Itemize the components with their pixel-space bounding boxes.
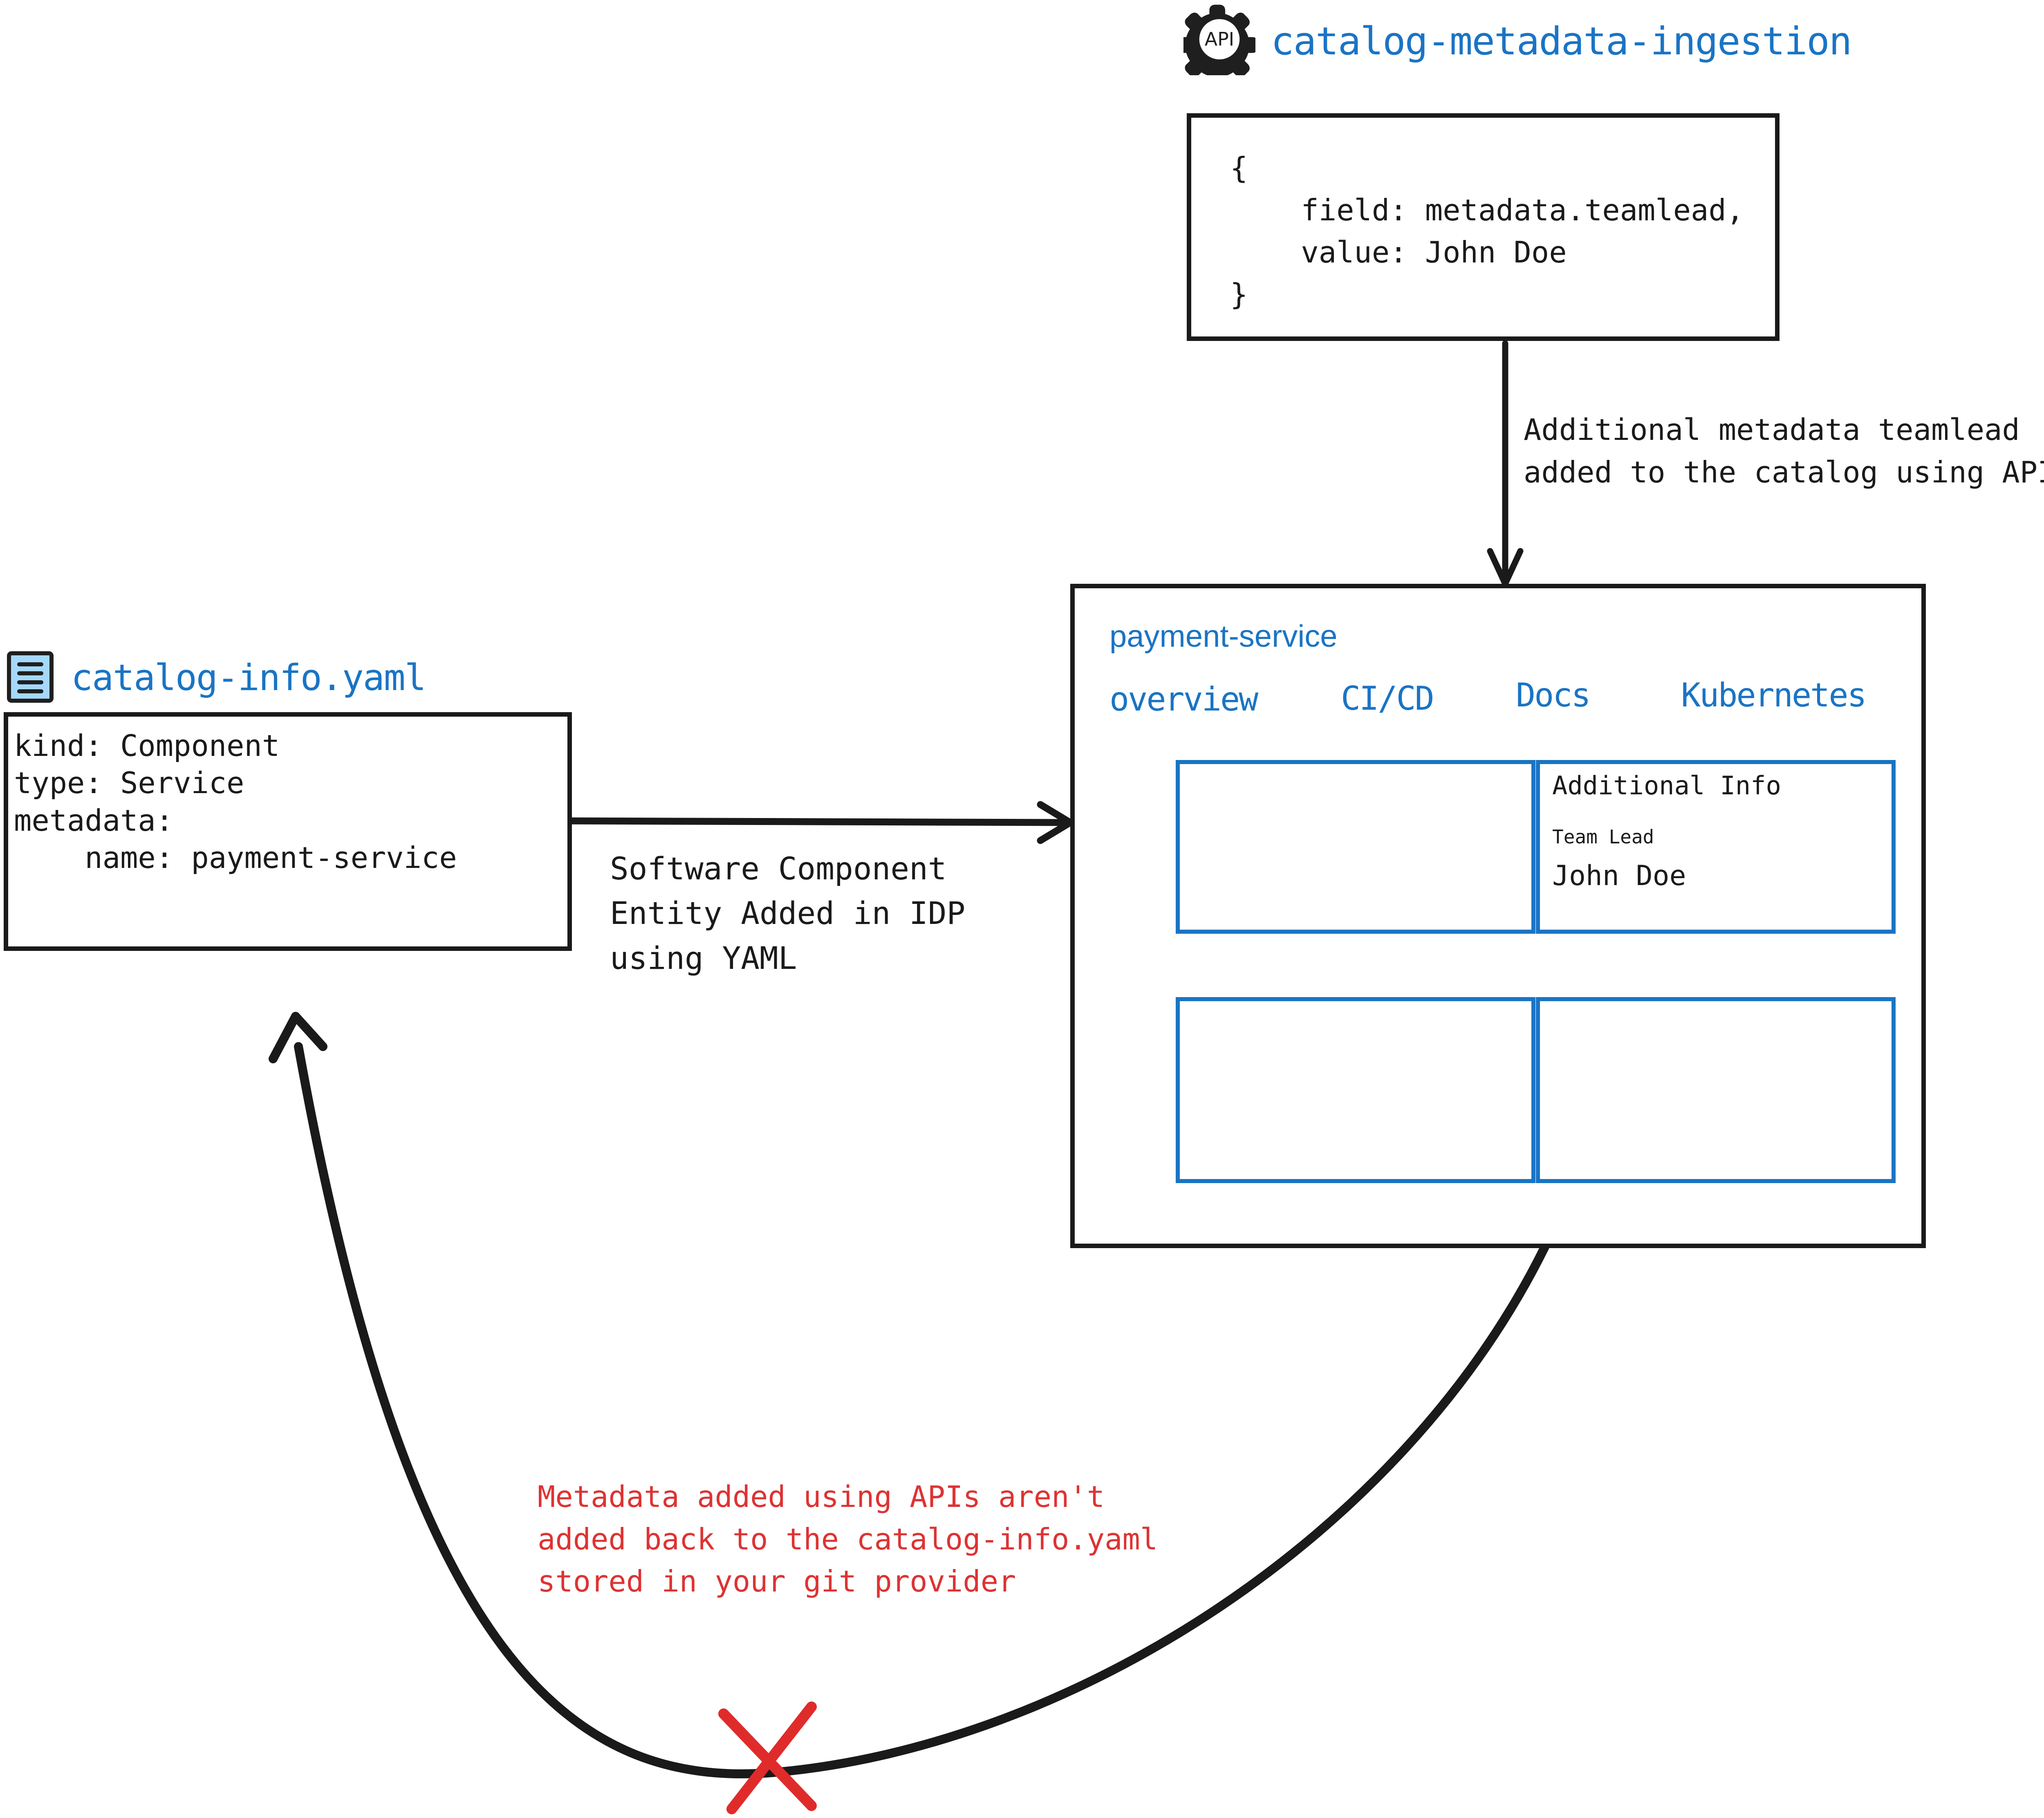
team-lead-label: Team Lead (1552, 826, 1654, 848)
blocked-sync-warning-note: Metadata added using APIs aren't added b… (538, 1480, 1158, 1599)
api-code-text: { field: metadata.teamlead, value: John … (1230, 151, 1744, 312)
overview-card-top (1176, 760, 1535, 934)
tab-kubernetes[interactable]: Kubernetes (1681, 676, 1867, 714)
api-icon-label: API (1205, 29, 1234, 50)
arrow-yaml-to-panel (569, 801, 1074, 844)
tab-overview[interactable]: overview (1109, 680, 1258, 718)
service-panel: payment-service overview CI/CD Docs Kube… (1070, 584, 1926, 1248)
tab-ci-cd[interactable]: CI/CD (1341, 679, 1434, 717)
team-lead-value: John Doe (1552, 860, 1686, 892)
red-x-mark (718, 1701, 817, 1814)
yaml-code-box: kind: Component type: Service metadata: … (4, 712, 572, 951)
tab-docs[interactable]: Docs (1516, 676, 1591, 714)
arrow-api-to-panel-label: Additional metadata teamlead added to th… (1524, 412, 2044, 489)
overview-card-bottom (1176, 997, 1535, 1183)
service-panel-title: payment-service (1109, 619, 1338, 654)
yaml-block-header: catalog-info.yaml (6, 651, 426, 703)
arrow-yaml-to-panel-label: Software Component Entity Added in IDP u… (610, 850, 966, 976)
yaml-code-text: kind: Component type: Service metadata: … (14, 729, 457, 875)
api-block-header: API catalog-metadata-ingestion (1183, 3, 1852, 75)
service-panel-tabs: overview CI/CD Docs Kubernetes (1109, 679, 1886, 720)
arrow-api-to-panel (1487, 340, 1524, 587)
yaml-file-icon (7, 651, 54, 703)
api-gear-icon: API (1183, 4, 1255, 75)
yaml-block-title: catalog-info.yaml (71, 657, 426, 699)
additional-info-card: Additional Info Team Lead John Doe (1536, 760, 1896, 934)
api-block-title: catalog-metadata-ingestion (1271, 19, 1852, 64)
api-code-box: { field: metadata.teamlead, value: John … (1187, 113, 1780, 341)
additional-info-card-title: Additional Info (1552, 771, 1781, 800)
bottom-right-card (1536, 997, 1896, 1183)
